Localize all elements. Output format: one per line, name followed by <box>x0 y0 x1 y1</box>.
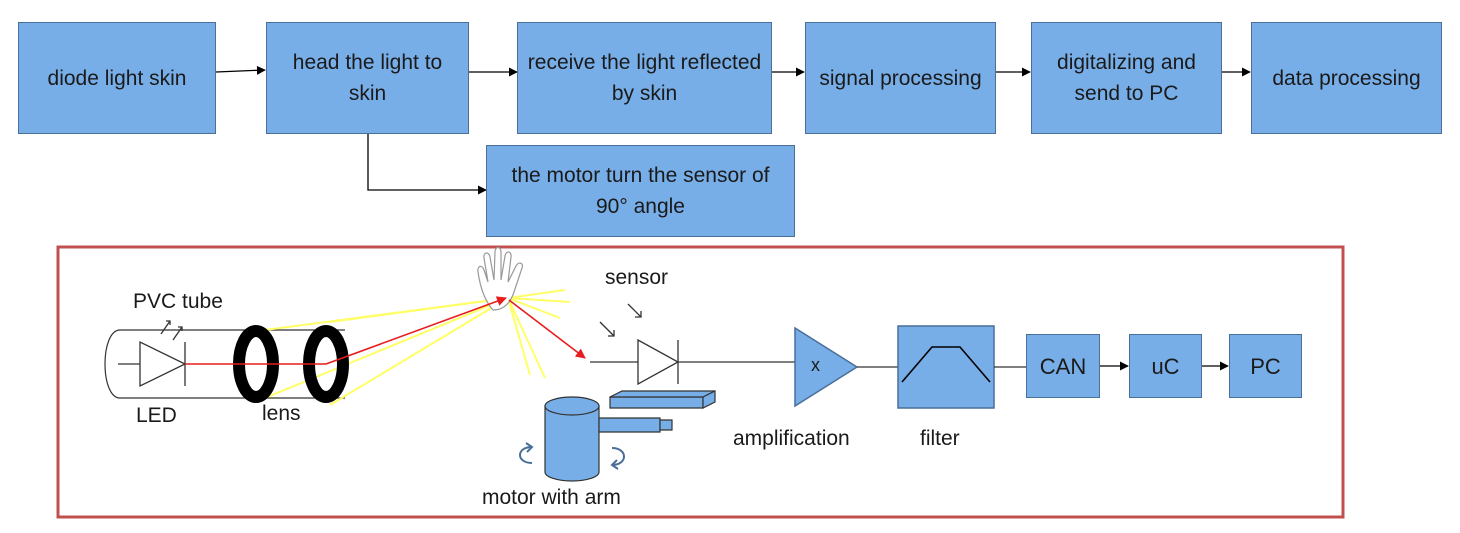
amplifier-icon <box>794 326 859 408</box>
amplification-label: amplification <box>733 427 850 450</box>
motor-label: motor with arm <box>482 486 621 509</box>
pvc-tube-label: PVC tube <box>133 290 223 313</box>
can-label: CAN <box>1039 353 1087 379</box>
rotation-arrow-icon <box>519 442 625 470</box>
sensor-label: sensor <box>605 266 669 289</box>
step-label: data processing <box>1272 66 1421 90</box>
schematic-frame <box>56 245 1345 519</box>
step-motor-turn-sensor: the motor turn the sensor of 90° angle <box>486 145 795 237</box>
pc-label: PC <box>1250 353 1281 379</box>
led-label: LED <box>136 404 177 427</box>
uc-label: uC <box>1151 353 1180 379</box>
step-diode-light-skin: diode light skin <box>18 22 216 134</box>
pvc-tube <box>104 329 345 399</box>
step-label: the motor turn the sensor of 90° angle <box>511 164 770 218</box>
step-label: diode light skin <box>47 66 187 90</box>
step-label: head the light to skin <box>292 51 443 105</box>
step-label: receive the light reflected by skin <box>527 51 762 105</box>
step-label: digitalizing and send to PC <box>1057 51 1196 105</box>
step-head-light-to-skin: head the light to skin <box>266 22 469 134</box>
pc-block: PC <box>1229 334 1302 398</box>
filter-label: filter <box>920 427 960 450</box>
motor-icon <box>544 390 716 482</box>
step-data-processing: data processing <box>1251 22 1442 134</box>
led-icon <box>118 320 187 388</box>
hand-icon <box>477 246 524 311</box>
arrow-step1-step2 <box>215 65 266 75</box>
uc-block: uC <box>1129 334 1202 398</box>
filter-icon <box>897 325 995 409</box>
light-ray <box>185 296 586 365</box>
arrow-step2-branch <box>367 134 487 195</box>
step-signal-processing: signal processing <box>805 22 996 134</box>
sensor-icon <box>590 303 795 386</box>
step-receive-reflected-light: receive the light reflected by skin <box>517 22 772 134</box>
lens-label: lens <box>262 402 301 425</box>
amplifier-symbol: x <box>811 355 820 375</box>
step-digitalizing: digitalizing and send to PC <box>1031 22 1222 134</box>
step-label: signal processing <box>819 66 982 90</box>
can-block: CAN <box>1026 334 1100 398</box>
